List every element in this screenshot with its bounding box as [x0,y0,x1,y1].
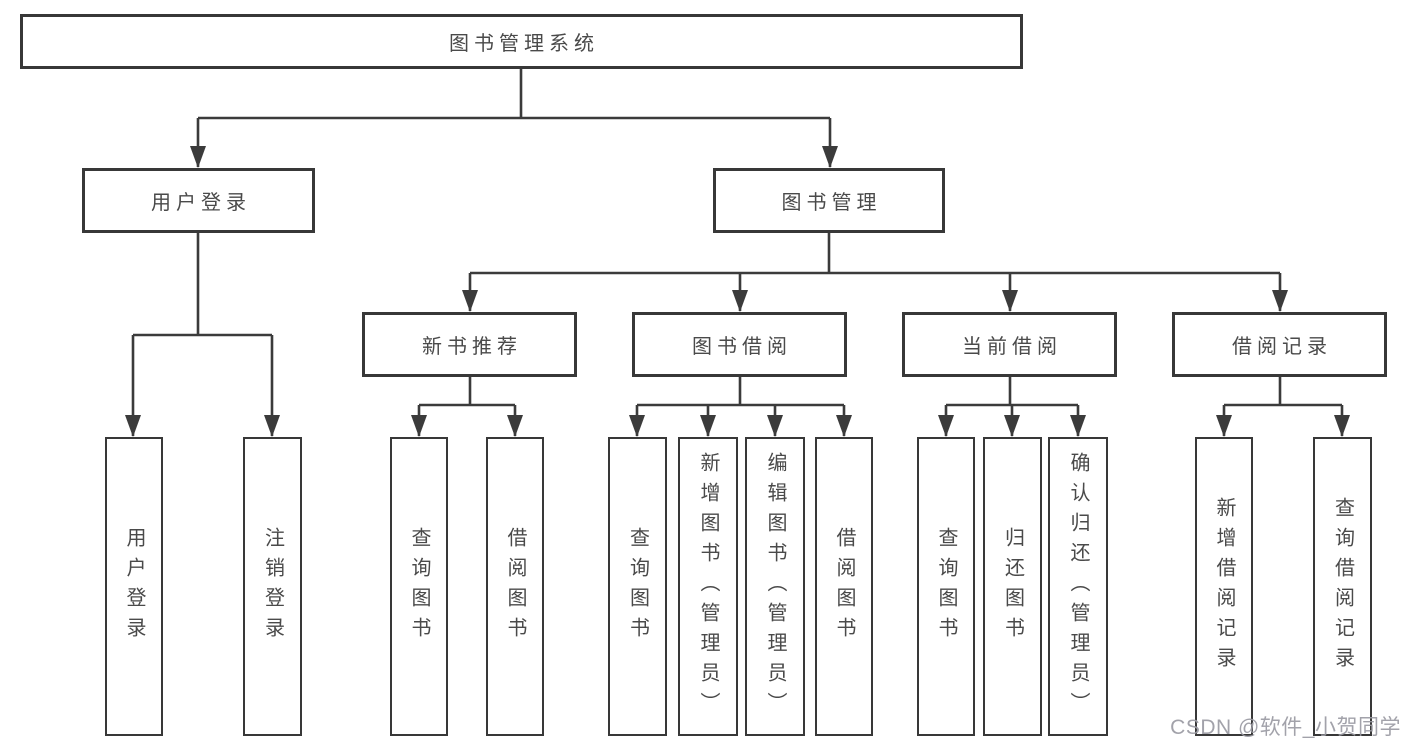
leaf-label: 查询借阅记录 [1331,496,1354,677]
leaf-cb-query-books: 查询图书 [917,437,975,736]
leaf-label: 新增借阅记录 [1213,496,1235,677]
leaf-user-login: 用户登录 [105,437,163,736]
node-new-book-recommend: 新书推荐 [362,312,577,377]
leaf-bb-add-books-admin: 新增图书（管理员） [678,437,738,736]
leaf-label: 注销登录 [261,526,284,647]
node-label: 图书借阅 [692,336,792,358]
node-label: 用户登录 [151,192,251,214]
leaf-label: 编辑图书（管理员） [764,451,786,722]
leaf-label: 确认归还（管理员） [1067,451,1089,722]
node-label: 图书管理系统 [449,33,599,55]
leaf-bb-edit-books-admin: 编辑图书（管理员） [745,437,805,736]
leaf-br-add-record: 新增借阅记录 [1195,437,1253,736]
leaf-label: 新增图书（管理员） [697,451,719,722]
node-current-borrow: 当前借阅 [902,312,1117,377]
node-book-borrow: 图书借阅 [632,312,847,377]
node-borrow-records: 借阅记录 [1172,312,1387,377]
leaf-label: 归还图书 [1001,526,1024,647]
leaf-nb-borrow-books: 借阅图书 [486,437,544,736]
leaf-label: 借阅图书 [833,526,855,647]
leaf-label: 查询图书 [408,526,430,647]
leaf-nb-query-books: 查询图书 [390,437,448,736]
leaf-logout: 注销登录 [243,437,302,736]
leaf-bb-borrow-books: 借阅图书 [815,437,873,736]
node-user-login: 用户登录 [82,168,315,233]
node-label: 借阅记录 [1232,336,1332,358]
leaf-bb-query-books: 查询图书 [608,437,667,736]
node-book-management: 图书管理 [713,168,945,233]
leaf-cb-return-books: 归还图书 [983,437,1042,736]
leaf-label: 查询图书 [935,526,957,647]
node-label: 新书推荐 [422,336,522,358]
leaf-label: 查询图书 [626,526,649,647]
csdn-watermark: CSDN @软件_小贺同学 [1170,716,1401,739]
leaf-label: 用户登录 [123,526,145,647]
node-label: 当前借阅 [962,336,1062,358]
leaf-br-query-record: 查询借阅记录 [1313,437,1372,736]
node-root: 图书管理系统 [20,14,1023,69]
node-label: 图书管理 [781,192,882,214]
leaf-cb-confirm-return-admin: 确认归还（管理员） [1048,437,1108,736]
leaf-label: 借阅图书 [504,526,526,647]
